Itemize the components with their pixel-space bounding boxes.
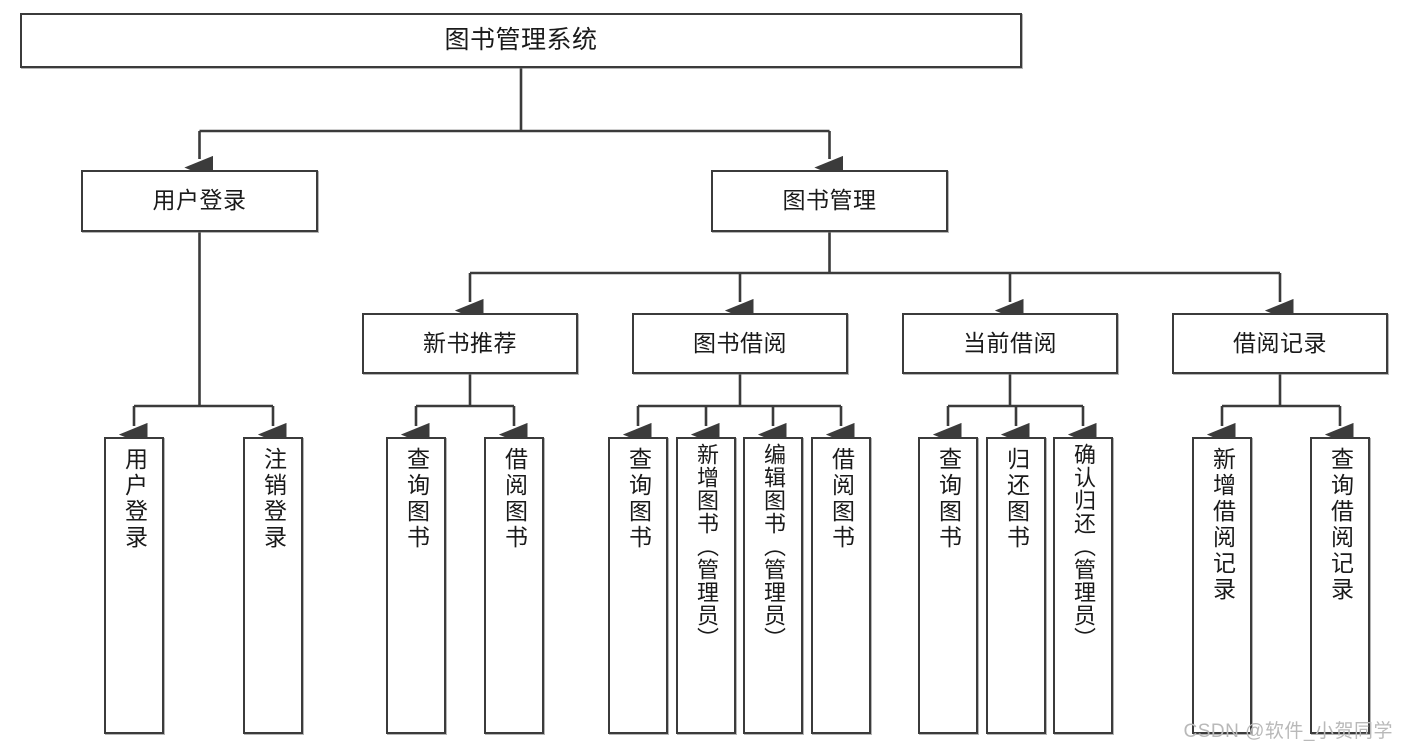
node-label: 查询借阅记录 xyxy=(1327,447,1354,603)
node-label: 借阅记录 xyxy=(1233,329,1327,356)
node-label: 新书推荐 xyxy=(423,329,517,356)
node-label: 编辑图书（管理员） xyxy=(761,443,786,650)
node-label: 用户登录 xyxy=(121,447,148,551)
node-label: 图书借阅 xyxy=(693,329,787,356)
node-leaf-新增借阅记录[interactable]: 新增借阅记录 xyxy=(1192,437,1252,734)
node-leaf-查询借阅记录[interactable]: 查询借阅记录 xyxy=(1310,437,1370,734)
node-l3-图书借阅[interactable]: 图书借阅 xyxy=(632,313,848,374)
node-label: 当前借阅 xyxy=(963,329,1057,356)
node-label: 借阅图书 xyxy=(828,447,855,551)
node-label: 新增图书（管理员） xyxy=(694,443,719,650)
node-label: 查询图书 xyxy=(403,447,430,551)
node-l3-新书推荐[interactable]: 新书推荐 xyxy=(362,313,578,374)
node-label: 归还图书 xyxy=(1003,447,1030,551)
node-leaf-确认归还管理员[interactable]: 确认归还（管理员） xyxy=(1053,437,1113,734)
node-leaf-注销登录[interactable]: 注销登录 xyxy=(243,437,303,734)
node-root-图书管理系统[interactable]: 图书管理系统 xyxy=(20,13,1022,68)
node-label: 用户登录 xyxy=(152,187,247,214)
node-leaf-编辑图书管理员[interactable]: 编辑图书（管理员） xyxy=(743,437,803,734)
node-label: 图书管理 xyxy=(782,187,877,214)
node-label: 注销登录 xyxy=(260,447,287,551)
node-l2-图书管理[interactable]: 图书管理 xyxy=(711,170,948,232)
node-label: 查询图书 xyxy=(625,447,652,551)
node-leaf-借阅图书[interactable]: 借阅图书 xyxy=(484,437,544,734)
node-leaf-新增图书管理员[interactable]: 新增图书（管理员） xyxy=(676,437,736,734)
node-leaf-用户登录[interactable]: 用户登录 xyxy=(104,437,164,734)
node-l2-用户登录[interactable]: 用户登录 xyxy=(81,170,318,232)
node-leaf-借阅图书[interactable]: 借阅图书 xyxy=(811,437,871,734)
node-label: 新增借阅记录 xyxy=(1209,447,1236,603)
watermark: CSDN @软件_小贺同学 xyxy=(1183,721,1393,742)
node-label: 确认归还（管理员） xyxy=(1071,443,1096,650)
node-leaf-查询图书[interactable]: 查询图书 xyxy=(918,437,978,734)
node-label: 图书管理系统 xyxy=(444,25,598,54)
node-leaf-归还图书[interactable]: 归还图书 xyxy=(986,437,1046,734)
node-l3-当前借阅[interactable]: 当前借阅 xyxy=(902,313,1118,374)
node-label: 查询图书 xyxy=(935,447,962,551)
node-label: 借阅图书 xyxy=(501,447,528,551)
node-leaf-查询图书[interactable]: 查询图书 xyxy=(386,437,446,734)
node-l3-借阅记录[interactable]: 借阅记录 xyxy=(1172,313,1388,374)
node-leaf-查询图书[interactable]: 查询图书 xyxy=(608,437,668,734)
